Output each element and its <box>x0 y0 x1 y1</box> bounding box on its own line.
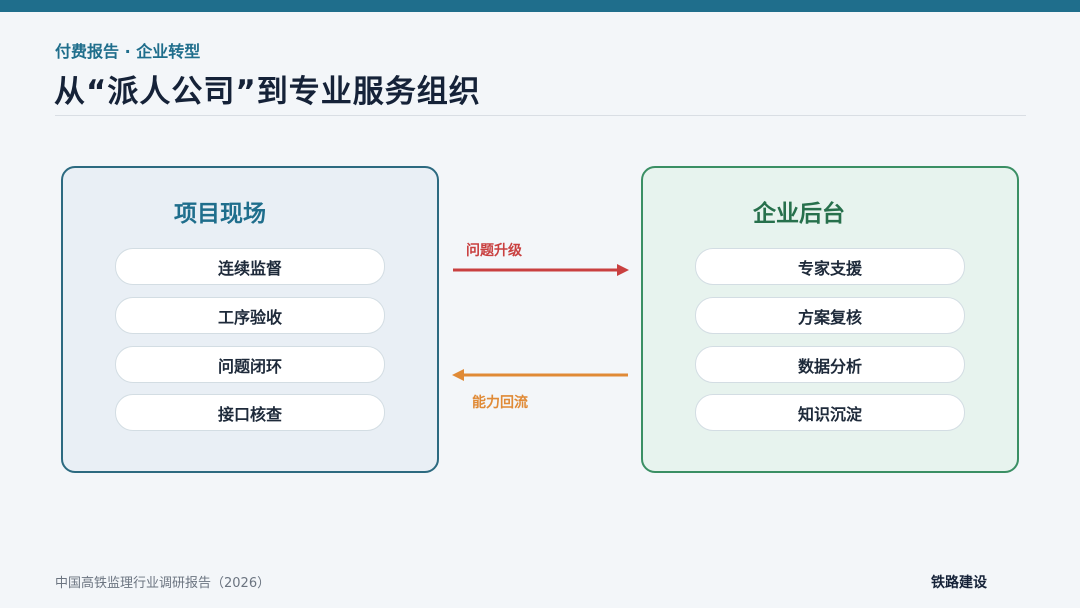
escalate-label: 问题升级 <box>466 243 522 259</box>
page-title: 从“派人公司”到专业服务组织 <box>54 74 481 110</box>
report-eyebrow: 付费报告 · 企业转型 <box>55 42 201 61</box>
top-accent-bar <box>0 0 1080 12</box>
site-item-process-acceptance: 工序验收 <box>115 297 385 334</box>
backoffice-item-data-analysis: 数据分析 <box>695 346 965 383</box>
site-item-interface-check: 接口核查 <box>115 394 385 431</box>
backoffice-panel-title: 企业后台 <box>753 201 845 227</box>
backoffice-item-expert-support: 专家支援 <box>695 248 965 285</box>
feedback-arrow <box>452 369 628 381</box>
site-item-continuous-supervision: 连续监督 <box>115 248 385 285</box>
backoffice-item-knowledge-base: 知识沉淀 <box>695 394 965 431</box>
footer-brand: 铁路建设 <box>931 575 987 591</box>
escalate-arrow <box>453 264 629 276</box>
site-item-issue-closure: 问题闭环 <box>115 346 385 383</box>
backoffice-panel: 企业后台 专家支援 方案复核 数据分析 知识沉淀 <box>641 166 1019 473</box>
title-divider <box>55 115 1026 116</box>
footer-source: 中国高铁监理行业调研报告（2026） <box>55 576 271 591</box>
feedback-label: 能力回流 <box>472 395 528 411</box>
backoffice-item-plan-review: 方案复核 <box>695 297 965 334</box>
site-panel-title: 项目现场 <box>174 201 266 227</box>
site-panel: 项目现场 连续监督 工序验收 问题闭环 接口核查 <box>61 166 439 473</box>
